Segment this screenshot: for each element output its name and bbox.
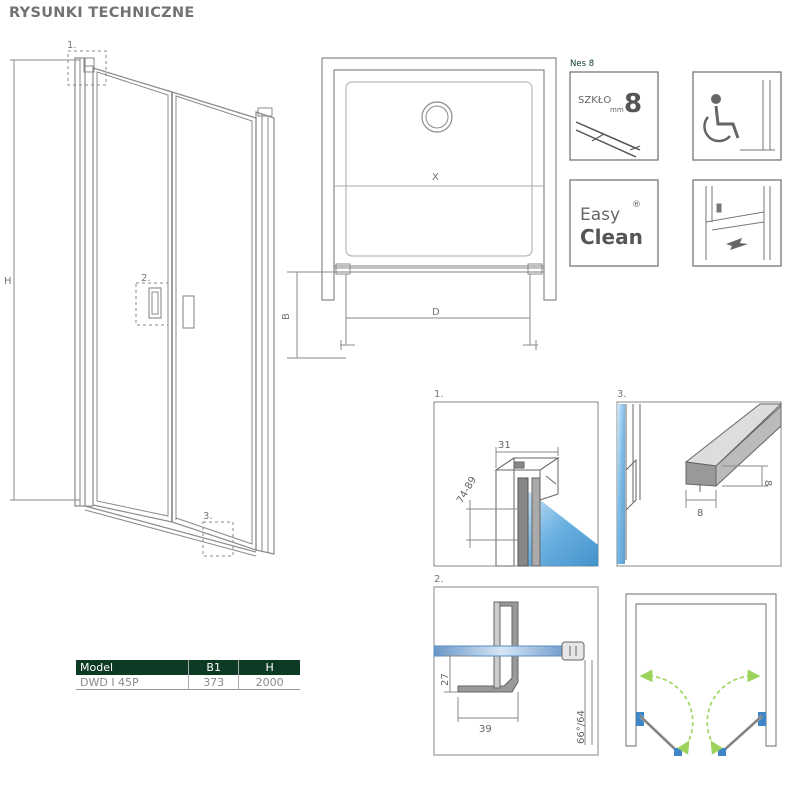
right-door-panel <box>171 91 257 551</box>
handle-bar <box>433 645 571 657</box>
svg-text:®: ® <box>632 200 641 210</box>
header-h: H <box>238 660 300 675</box>
cell-model: DWD I 45P <box>76 675 189 690</box>
detail-1-panel: 31 74-89 <box>433 401 599 567</box>
callout-2-label: 2. <box>141 273 151 284</box>
glass-thickness-icon: SZKŁO mm 8 <box>569 71 659 161</box>
dim-x-label: X <box>432 172 439 183</box>
table-row: DWD I 45P 373 2000 <box>76 675 300 690</box>
detail-2-label: 2. <box>434 574 444 585</box>
nes-label: Nes 8 <box>570 59 594 69</box>
detail-1-label: 1. <box>434 389 444 400</box>
callout-1-box <box>67 50 107 86</box>
header-b1: B1 <box>188 660 239 675</box>
callout-3-label: 3. <box>203 511 213 522</box>
callout-3-box <box>202 521 234 557</box>
svg-text:31: 31 <box>498 440 511 451</box>
cell-b1: 373 <box>188 675 239 690</box>
svg-text:66°/64: 66°/64 <box>576 710 587 744</box>
svg-text:39: 39 <box>479 724 492 735</box>
header-model: Model <box>76 660 189 675</box>
svg-text:mm: mm <box>610 106 624 114</box>
callout-2-box <box>135 282 169 326</box>
detail-2-panel: 27 39 66°/64 <box>433 586 599 756</box>
front-door-line <box>333 265 545 273</box>
right-hinge <box>758 712 766 726</box>
left-swing-arrow <box>639 669 694 755</box>
page-title: RYSUNKI TECHNICZNE <box>9 5 195 21</box>
svg-text:27: 27 <box>440 673 451 686</box>
model-spec-table: Model B1 H DWD I 45P 373 2000 <box>76 660 300 690</box>
svg-text:8: 8 <box>762 480 773 486</box>
detail-3-label: 3. <box>617 389 627 400</box>
right-handle <box>182 295 195 329</box>
door-elevation <box>10 50 275 557</box>
door-swing-diagram <box>625 593 777 756</box>
svg-text:8: 8 <box>697 508 703 519</box>
height-label: H <box>4 276 12 287</box>
callout-1-label: 1. <box>67 40 77 51</box>
easy-clean-icon: Easy ® Clean <box>569 179 659 267</box>
left-handle <box>148 287 162 319</box>
svg-text:8: 8 <box>624 89 642 119</box>
right-wall-profile <box>255 111 275 555</box>
svg-text:74-89: 74-89 <box>455 475 479 506</box>
low-threshold-icon <box>692 179 782 267</box>
detail-3-panel: 8 8 <box>616 401 783 567</box>
wall-frame <box>321 57 557 301</box>
svg-text:Easy: Easy <box>580 205 620 225</box>
svg-text:Clean: Clean <box>580 225 643 249</box>
dim-d-label: D <box>432 307 440 318</box>
cell-h: 2000 <box>238 675 300 690</box>
wheelchair-access-icon <box>692 71 782 161</box>
right-swing-arrow <box>706 669 761 755</box>
dim-b-label: B <box>281 313 292 320</box>
plan-view <box>287 57 557 359</box>
drain <box>421 101 453 133</box>
left-door-panel <box>92 67 173 523</box>
svg-text:SZKŁO: SZKŁO <box>578 95 611 106</box>
shower-tray <box>345 81 533 257</box>
handle-knob <box>561 641 585 661</box>
